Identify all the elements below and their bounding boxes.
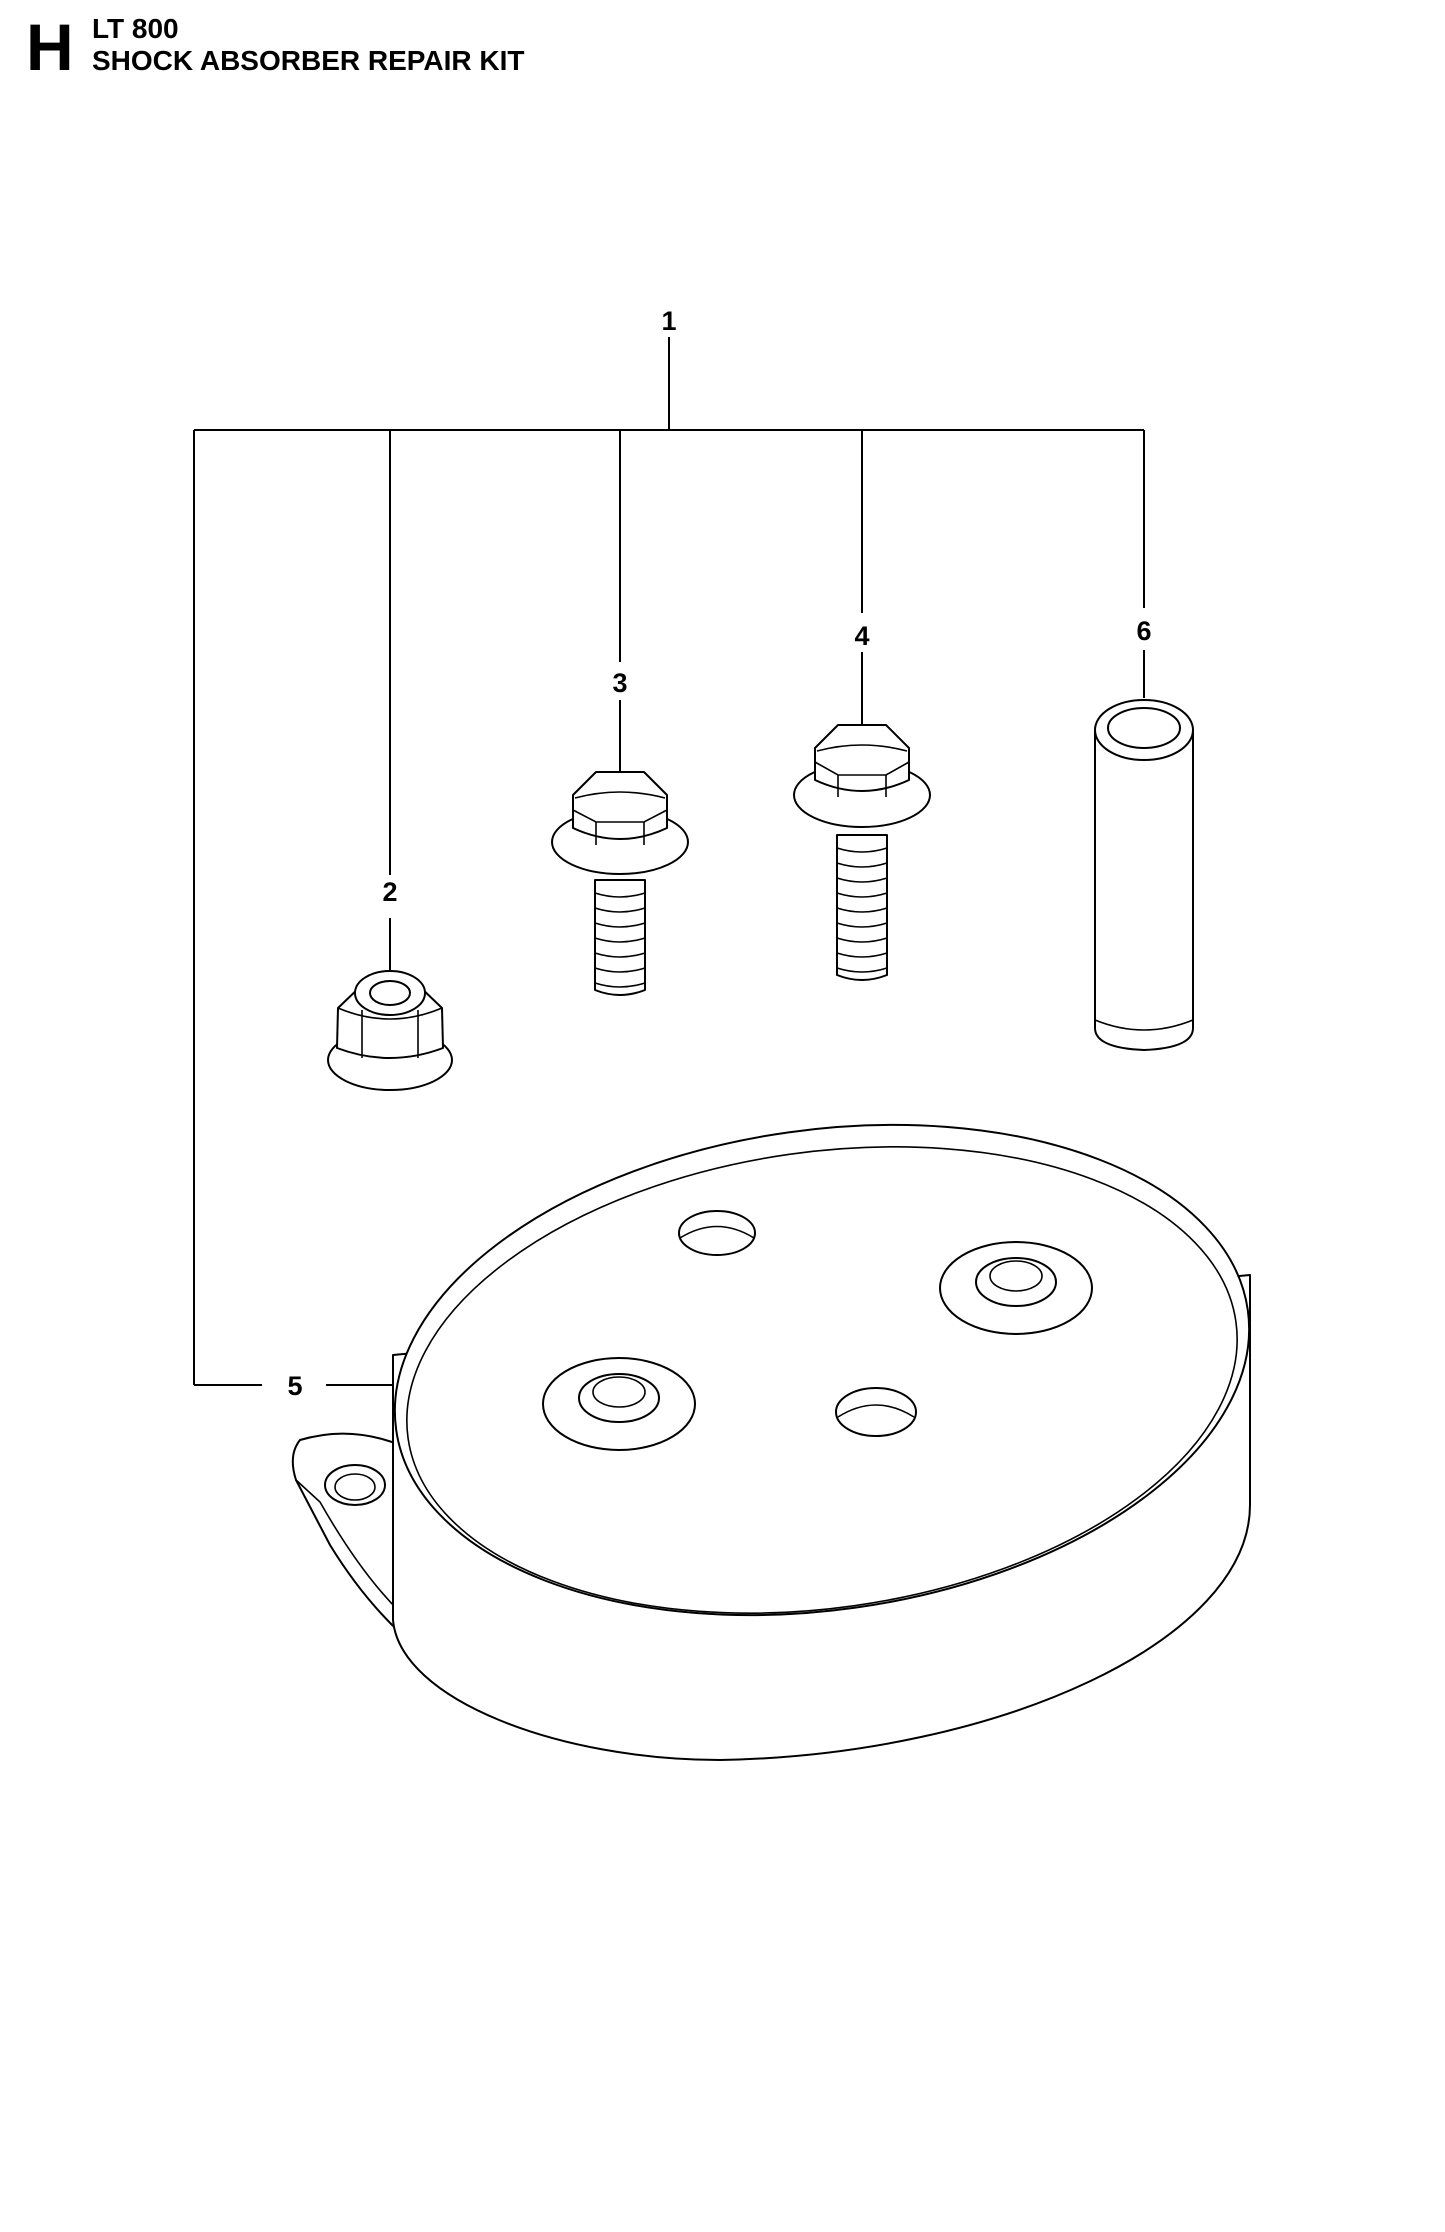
callout-4: 4 [854, 621, 869, 651]
flange-nut-part [327, 970, 453, 1091]
callout-5: 5 [287, 1371, 302, 1401]
dowel-pin-part [1094, 699, 1194, 1051]
callout-6: 6 [1136, 616, 1151, 646]
model-title: LT 800 [92, 13, 179, 44]
section-letter: H [26, 10, 74, 84]
callout-2: 2 [382, 877, 397, 907]
short-flange-bolt-part [551, 771, 689, 996]
kit-bracket-lines [193, 337, 1145, 1386]
callout-1: 1 [661, 306, 676, 336]
diagram-title: SHOCK ABSORBER REPAIR KIT [92, 45, 525, 76]
shock-absorber-part [291, 1123, 1251, 1761]
page-header: H LT 800 SHOCK ABSORBER REPAIR KIT [0, 0, 1445, 90]
long-flange-bolt-part [793, 724, 931, 981]
callout-3: 3 [612, 668, 627, 698]
